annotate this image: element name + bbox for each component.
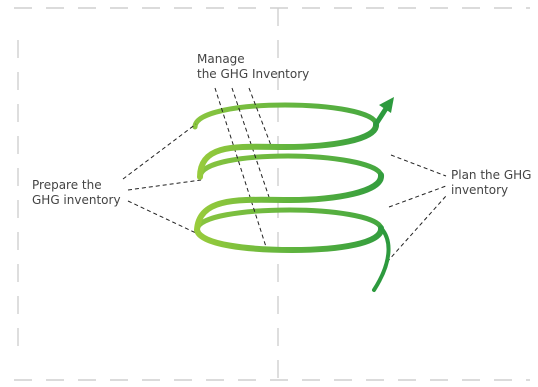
- label-manage-line-2: the GHG Inventory: [197, 67, 310, 81]
- label-manage-inventory: Manage the GHG Inventory: [197, 52, 309, 82]
- label-plan-inventory: Plan the GHG inventory: [451, 168, 531, 198]
- label-manage-line-1: Manage: [197, 52, 245, 66]
- spiral-coil-back: [192, 102, 384, 233]
- label-plan-line-2: inventory: [451, 183, 509, 197]
- label-plan-line-1: Plan the GHG: [451, 168, 532, 182]
- label-prepare-inventory: Prepare the GHG inventory: [32, 178, 121, 208]
- frame-grid: [14, 7, 530, 381]
- label-prepare-line-1: Prepare the: [32, 178, 102, 192]
- arrow-head-icon: [379, 97, 394, 113]
- callout-lines: [122, 87, 447, 263]
- label-prepare-line-2: GHG inventory: [32, 193, 121, 207]
- spiral-coil-front: [194, 101, 392, 292]
